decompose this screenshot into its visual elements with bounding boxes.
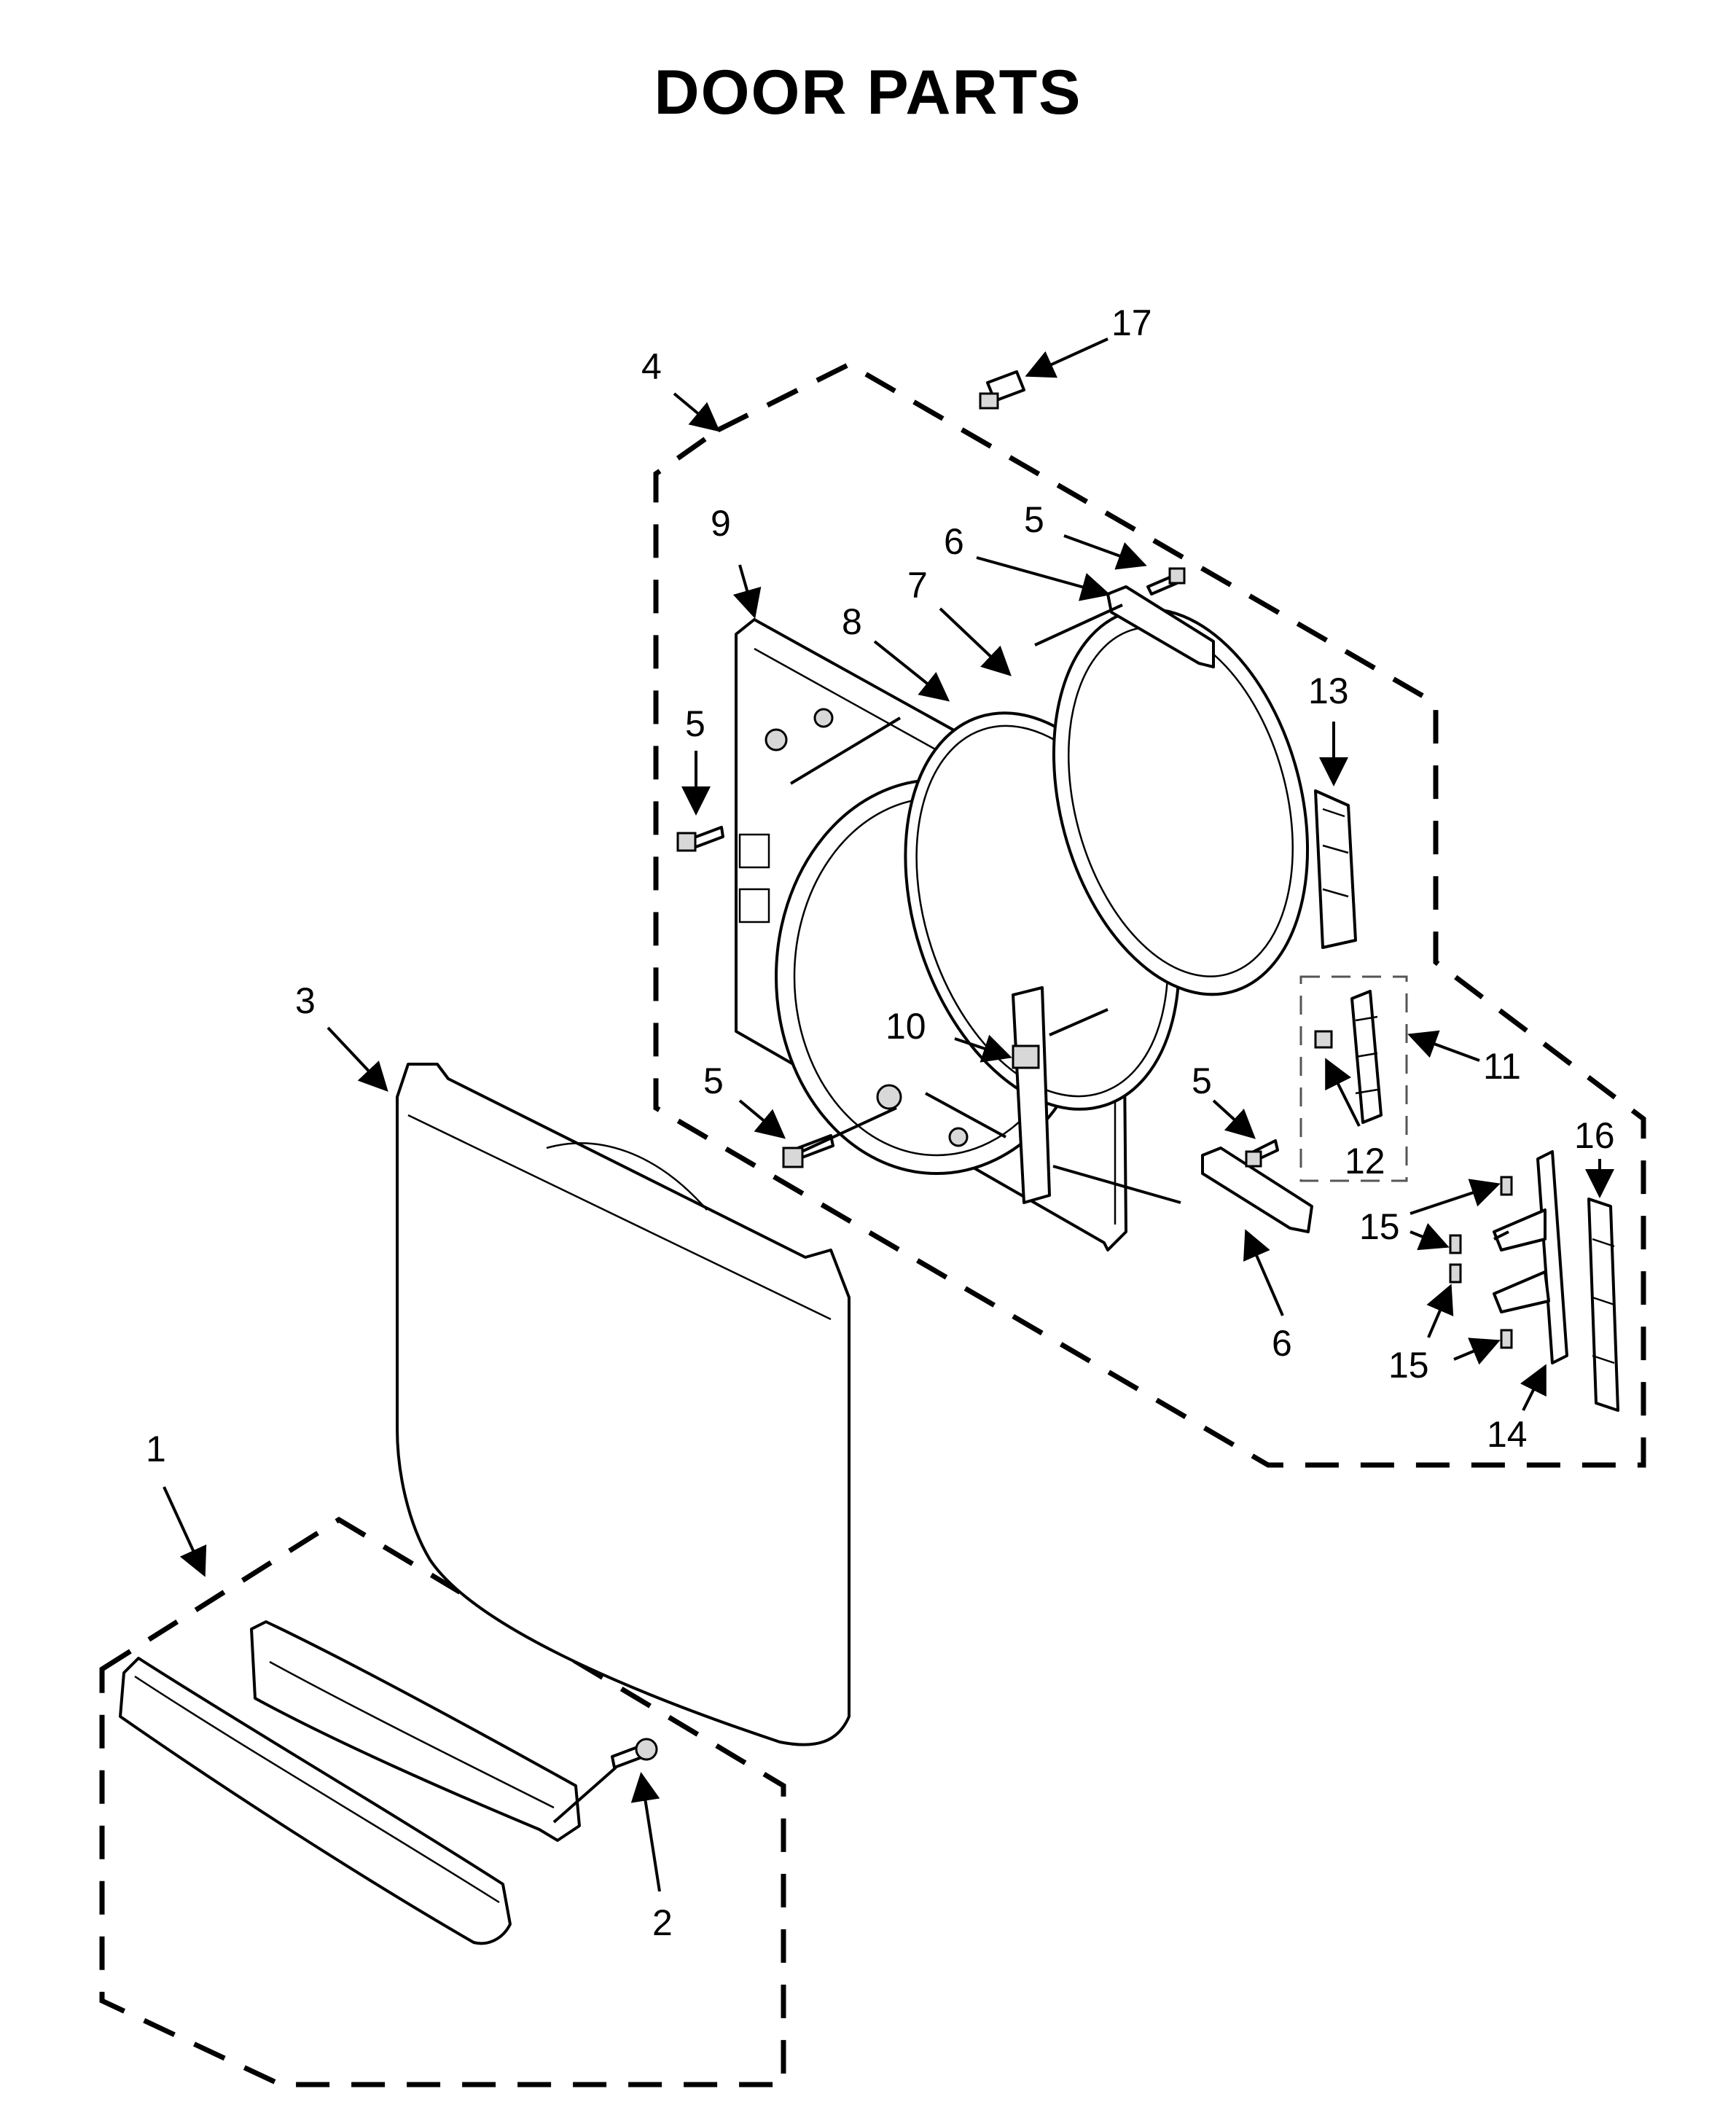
leader-5-top: [1063, 534, 1147, 570]
callout-16: 16: [1574, 1115, 1615, 1156]
axis-line-8: [1493, 1230, 1509, 1241]
leader-1: [163, 1486, 207, 1577]
door-plug: [979, 370, 1025, 410]
screw-right: [1245, 1139, 1279, 1168]
callout-6-lower: 6: [1272, 1323, 1292, 1364]
leader-10: [954, 1034, 1012, 1063]
assembly-4-boundary: [653, 362, 1646, 1468]
axis-line-6: [1052, 1165, 1181, 1204]
leader-14: [1520, 1364, 1547, 1411]
leader-8: [873, 640, 950, 702]
hinge-cover: [1314, 789, 1357, 949]
door-glass: [1052, 607, 1310, 996]
screw-top: [1146, 567, 1186, 595]
callout-14: 14: [1487, 1414, 1528, 1455]
hinge-pin-3: [1449, 1263, 1462, 1284]
callout-6-top: 6: [944, 521, 964, 562]
callout-12: 12: [1345, 1141, 1385, 1182]
callout-3: 3: [295, 980, 316, 1021]
leader-2: [630, 1772, 661, 1892]
callout-5-bottom: 5: [703, 1061, 724, 1101]
door-handle: [119, 1657, 512, 1945]
axis-line-7: [552, 1766, 617, 1824]
hinge-bracket-lower: [1201, 1147, 1313, 1233]
latch-insert: [1314, 1030, 1333, 1049]
leader-4: [673, 392, 721, 432]
callout-17: 17: [1111, 302, 1152, 343]
callout-13: 13: [1308, 671, 1349, 711]
hinge-pin-4: [1500, 1329, 1513, 1349]
callout-5-left: 5: [685, 703, 705, 744]
door-latch-assembly: [1350, 990, 1383, 1124]
axis-line-1: [789, 716, 902, 785]
callout-1: 1: [146, 1429, 166, 1469]
leader-9: [732, 564, 762, 619]
leader-5-bottom: [738, 1099, 786, 1139]
callout-5-top: 5: [1024, 499, 1044, 540]
callout-7: 7: [907, 565, 928, 606]
screw-left: [676, 826, 724, 852]
callout-8: 8: [842, 601, 862, 642]
leader-5-right: [1212, 1099, 1256, 1139]
door-hinge: [1493, 1150, 1568, 1364]
door-strike: [1012, 986, 1051, 1204]
callout-9: 9: [711, 503, 731, 544]
callout-2: 2: [652, 1902, 673, 1943]
callout-4: 4: [641, 346, 662, 387]
hinge-bracket-top: [1106, 585, 1215, 668]
leader-15-d: [1453, 1337, 1501, 1365]
axis-line-3: [1049, 1008, 1109, 1036]
leader-11: [1407, 1030, 1480, 1062]
assembly-1-boundary: [99, 1516, 786, 2087]
callout-15-a: 15: [1359, 1206, 1400, 1247]
axis-line-4: [801, 1106, 897, 1153]
hinge-pin-2: [1449, 1234, 1462, 1254]
leader-17: [1025, 337, 1109, 378]
leader-15-b: [1409, 1223, 1450, 1251]
axis-line-5: [925, 1092, 1006, 1138]
callout-11: 11: [1483, 1046, 1521, 1087]
axis-line-2: [1034, 604, 1123, 647]
leader-15-c: [1426, 1284, 1454, 1338]
leader-6-lower: [1243, 1229, 1284, 1316]
hinge-pin-1: [1500, 1176, 1513, 1196]
handle-bracket: [250, 1620, 581, 1842]
hinge-shim: [1587, 1198, 1619, 1412]
callout-10: 10: [885, 1006, 926, 1047]
handle-bolt: [611, 1738, 658, 1769]
callout-5-right: 5: [1192, 1061, 1212, 1101]
outer-door-panel: [396, 1063, 851, 1746]
leader-7: [939, 607, 1012, 676]
callout-15-b: 15: [1388, 1345, 1429, 1386]
leader-12: [1325, 1058, 1361, 1127]
leader-15-a: [1409, 1179, 1501, 1215]
leader-3: [327, 1026, 388, 1092]
leader-6-top: [976, 556, 1111, 601]
diagram-title: DOOR PARTS: [654, 58, 1082, 128]
